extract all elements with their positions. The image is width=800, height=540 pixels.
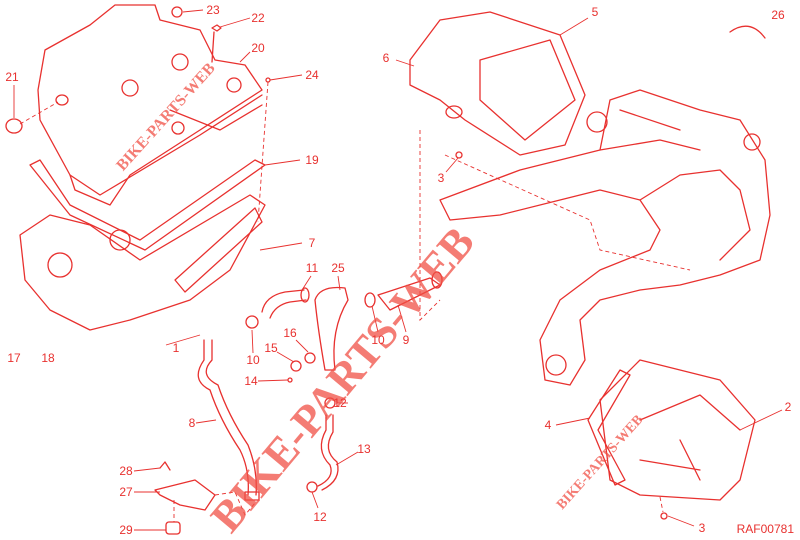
airbox-cover [37,4,263,206]
gasket [29,159,266,251]
frame [439,89,771,386]
callout-13: 13 [357,442,371,456]
callout-6: 6 [382,51,390,65]
callout-18: 18 [41,351,55,365]
callout-2: 2 [784,400,792,414]
separator-25 [314,286,349,371]
drawing-code: RAF00781 [736,522,794,536]
callout-23: 23 [206,3,220,17]
callout-17: 17 [7,351,21,365]
callout-20: 20 [251,41,265,55]
callout-1: 1 [172,341,180,355]
callout-9: 9 [402,333,410,347]
callout-3: 3 [437,171,445,185]
air-inlet-duct [409,11,586,156]
callout-15: 15 [264,341,278,355]
hose-11 [261,289,307,319]
breather-hose-8 [197,339,249,496]
callout-11: 11 [305,261,319,275]
callout-19: 19 [305,153,319,167]
callout-3: 3 [698,521,706,535]
callout-24: 24 [305,68,319,82]
callout-12: 12 [333,396,347,410]
callout-5: 5 [591,5,599,19]
callout-10: 10 [246,353,260,367]
callout-7: 7 [308,236,316,250]
callout-14: 14 [244,374,258,388]
callout-28: 28 [119,464,133,478]
callout-8: 8 [188,416,196,430]
callout-21: 21 [5,70,19,84]
rubber-cap [5,118,23,134]
callout-22: 22 [251,11,265,25]
callout-16: 16 [283,326,297,340]
callout-4: 4 [544,418,552,432]
callout-10: 10 [371,333,385,347]
lower-airbox [19,194,266,331]
hose-13 [317,414,339,491]
bracket [154,461,216,511]
duct-9 [377,277,441,311]
callout-27: 27 [119,485,133,499]
callout-12: 12 [313,510,327,524]
callout-26: 26 [771,8,785,22]
callout-25: 25 [331,261,345,275]
callout-29: 29 [119,523,133,537]
air-filter-box [599,359,756,501]
